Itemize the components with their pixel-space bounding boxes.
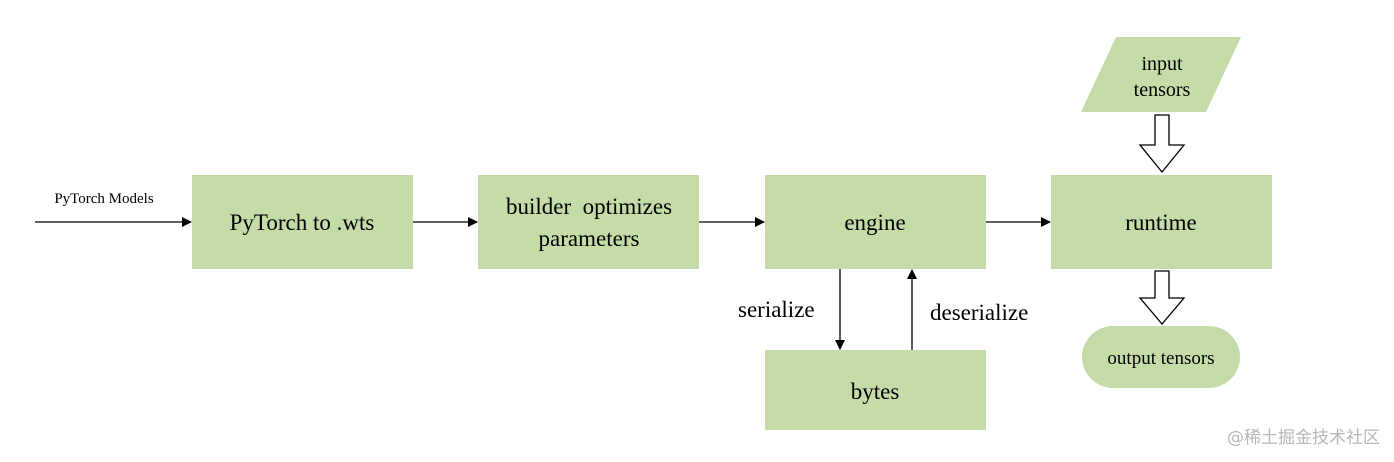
bytes-box [765,350,986,430]
builder-box [478,175,699,269]
runtime-box [1051,175,1272,269]
engine-box [765,175,986,269]
output-tensors-shape [1082,326,1240,388]
builder-label-line2: parameters [539,226,640,251]
hollow-arrow-input-to-runtime [1138,114,1186,174]
input-tensors-label-line1: input [1141,53,1183,75]
watermark: @稀土掘金技术社区 [1227,428,1380,448]
input-label: PyTorch Models [54,191,154,207]
bytes-label: bytes [851,379,900,404]
output-tensors-label: output tensors [1107,348,1214,369]
input-tensors-shape [1081,37,1241,112]
engine-label: engine [844,210,905,235]
pytorch-to-wts-box [192,175,413,269]
pytorch-to-wts-label: PyTorch to .wts [230,210,375,235]
runtime-label: runtime [1125,210,1197,235]
hollow-arrow-runtime-to-output [1138,270,1186,326]
input-tensors-label-line2: tensors [1134,79,1191,101]
builder-label-line1: builder optimizes [506,194,672,219]
serialize-label: serialize [738,297,815,322]
deserialize-label: deserialize [930,300,1028,325]
